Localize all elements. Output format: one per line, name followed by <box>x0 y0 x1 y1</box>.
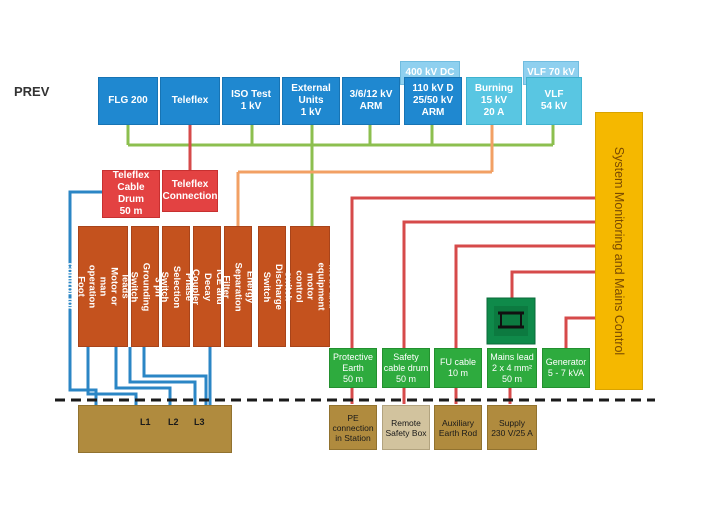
switch-mode-control: Mode and equipment motor control switch <box>283 226 338 347</box>
auxiliary-earth-rod: Auxiliary Earth Rod <box>434 405 482 450</box>
unit-vlf: VLF 54 kV <box>526 77 582 125</box>
safety-cable-drum: Safety cable drum 50 m <box>382 348 430 388</box>
mains-lead: Mains lead 2 x 4 mm² 50 m <box>487 348 537 388</box>
switch-grounding: 3 ph Grounding Switch <box>128 226 163 347</box>
unit-flg200: FLG 200 <box>98 77 158 125</box>
unit-external: External Units 1 kV <box>282 77 340 125</box>
system-monitoring-panel: System Monitoring and Mains Control <box>595 112 643 390</box>
unit-teleflex: Teleflex <box>160 77 220 125</box>
unit-arm: 3/6/12 kV ARM <box>342 77 400 125</box>
switch-energy-separation: Energy Separation Filter <box>221 226 256 347</box>
terminal-block <box>78 405 232 453</box>
fu-cable: FU cable 10 m <box>434 348 482 388</box>
teleflex-cable-drum: Teleflex Cable Drum 50 m <box>102 170 160 218</box>
switch-phase-selection: Phase Selection Switch <box>159 226 194 347</box>
generator: Generator 5 - 7 kVA <box>542 348 590 388</box>
remote-safety-box: Remote Safety Box <box>382 405 430 450</box>
unit-iso-test: ISO Test 1 kV <box>222 77 280 125</box>
unit-110kv: 110 kV D 25/50 kV ARM <box>404 77 462 125</box>
switch-ice-decay: ICE and Decay Coupler <box>190 226 225 347</box>
pe-connection: PE connection in Station <box>329 405 377 450</box>
protective-earth: Protective Earth 50 m <box>329 348 377 388</box>
mains-socket-icon <box>486 297 536 345</box>
phase-l2: L2 <box>168 417 179 427</box>
unit-burning: Burning 15 kV 20 A <box>466 77 522 125</box>
switch-discharge: Discharge Switch <box>258 226 286 347</box>
side-label: PREV <box>14 84 50 99</box>
phase-l3: L3 <box>194 417 205 427</box>
teleflex-connection: Teleflex Connection <box>162 170 218 212</box>
switch-test-leads: 3 x 50 m HV Test leads Motor or man oper… <box>54 226 153 347</box>
phase-l1: L1 <box>140 417 151 427</box>
supply: Supply 230 V/25 A <box>487 405 537 450</box>
